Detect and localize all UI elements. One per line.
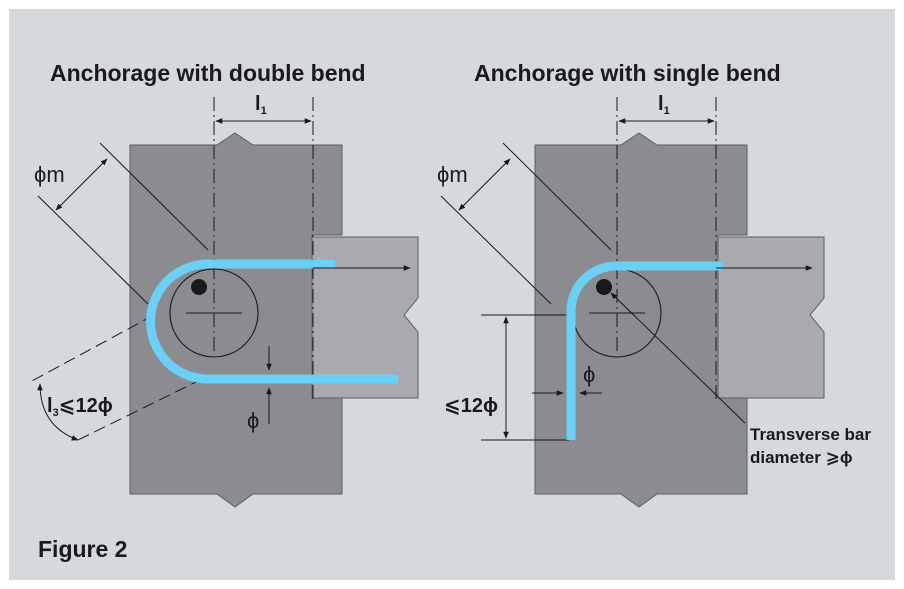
left-l1-sub: 1	[261, 105, 267, 117]
left-phim-label: ϕm	[34, 162, 65, 187]
left-l3-sub: 3	[53, 407, 59, 419]
right-diagram: ϕm l1 ⩽12ϕ ϕ Transverse bar diameter ⩾ϕ	[437, 93, 871, 508]
right-transverse-bar	[596, 279, 612, 295]
left-diagram-title: Anchorage with double bend	[50, 60, 366, 86]
left-l3-arc	[37, 383, 79, 441]
transverse-label-line2: diameter ⩾ϕ	[750, 448, 853, 467]
right-column-member	[534, 132, 748, 508]
left-l3-rule: ⩽12ϕ	[59, 395, 113, 417]
right-beam-member	[717, 236, 825, 399]
right-transverse-leader	[610, 292, 746, 424]
left-phim-dimension	[55, 158, 108, 211]
right-phim-label: ϕm	[437, 162, 468, 187]
left-rebar	[146, 259, 398, 384]
right-rebar	[566, 261, 723, 440]
left-l3-l: l	[47, 395, 53, 417]
left-column-member	[129, 132, 343, 508]
right-diagram-title: Anchorage with single bend	[474, 60, 781, 86]
figure-caption: Figure 2	[38, 536, 128, 562]
left-bar-diameter-label: ϕ	[247, 408, 259, 433]
transverse-label-line1: Transverse bar	[750, 425, 871, 444]
left-transverse-bar	[191, 279, 207, 295]
right-bar-diameter-label: ϕ	[583, 362, 595, 387]
right-l1-sub: 1	[664, 105, 670, 117]
right-leg-label: ⩽12ϕ	[444, 395, 498, 417]
left-l3-label: l3⩽12ϕ	[47, 395, 113, 419]
right-l1-label: l1	[658, 93, 670, 117]
left-diagram: ϕm l1 l3⩽12ϕ ϕ	[29, 93, 419, 508]
right-l1-l: l	[658, 93, 664, 115]
left-l1-label: l1	[255, 93, 267, 117]
left-l1-l: l	[255, 93, 261, 115]
right-phim-dimension	[458, 158, 511, 211]
